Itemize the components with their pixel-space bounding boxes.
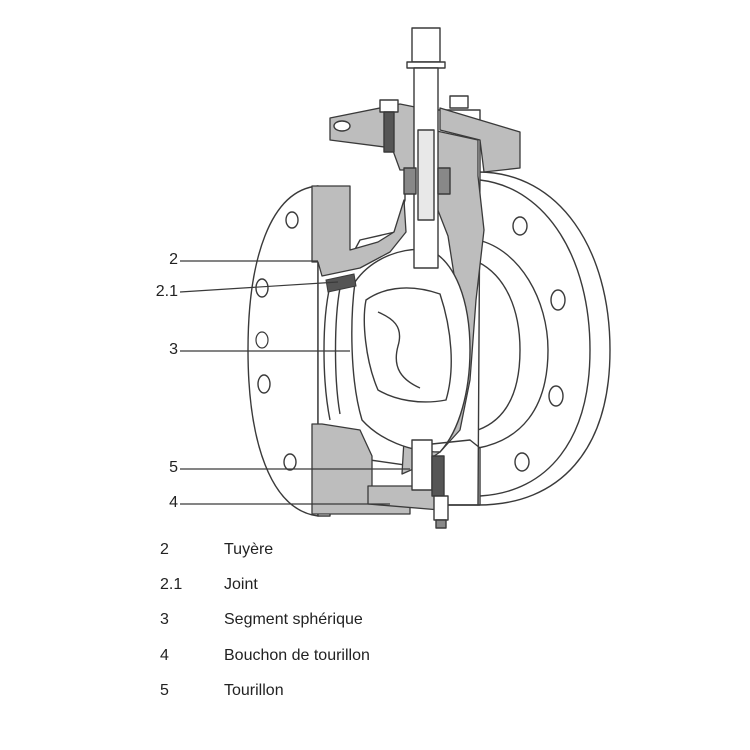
legend-number: 2: [160, 541, 169, 558]
callout-4: 4: [169, 494, 178, 511]
flange-bolt-hole: [514, 452, 530, 472]
legend-text: Tourillon: [224, 682, 284, 699]
right-flange: [477, 171, 611, 506]
nozzle-upper-section: [311, 185, 407, 277]
trunnion: [411, 439, 433, 491]
legend-number: 5: [160, 682, 169, 699]
legend-number: 3: [160, 611, 169, 628]
callout-5: 5: [169, 459, 178, 476]
legend-number: 2.1: [160, 576, 183, 593]
flange-bolt-hole: [550, 289, 566, 311]
flange-bolt-hole: [512, 216, 528, 236]
yoke-plate: [329, 103, 421, 171]
legend-text: Segment sphérique: [224, 611, 363, 628]
flange-bolt-hole: [283, 453, 297, 471]
flange-bolt-hole: [255, 278, 269, 298]
yoke-plate-right: [439, 107, 521, 173]
leader-line-2-1: [179, 281, 339, 293]
legend-text: Joint: [224, 576, 258, 593]
valve-cutaway-diagram: [179, 27, 611, 529]
callout-3: 3: [169, 341, 178, 358]
legend-number: 4: [160, 647, 169, 664]
legend-text: Bouchon de tourillon: [224, 647, 370, 664]
callout-2: 2: [169, 251, 178, 268]
flange-bolt-hole: [257, 374, 271, 394]
flange-bolt-hole: [548, 385, 564, 407]
valve-stem-top: [411, 27, 441, 63]
legend-text: Tuyère: [224, 541, 274, 558]
seal-ring: [325, 273, 357, 293]
callout-2-1: 2.1: [155, 283, 178, 300]
flange-bolt-hole: [285, 211, 299, 229]
